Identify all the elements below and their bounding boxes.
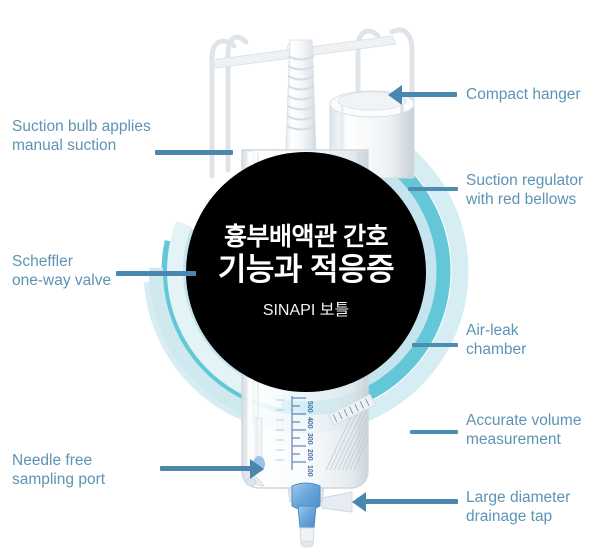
callout-compact-hanger: Compact hanger — [466, 86, 581, 105]
hero-title-circle: 흉부배액관 간호 기능과 적응증 SINAPI 보틀 — [186, 152, 426, 392]
callout-suction-bulb: Suction bulb applies manual suction — [12, 118, 151, 156]
hero-subtitle: SINAPI 보틀 — [262, 301, 350, 319]
callout-air-leak-chamber-line2: chamber — [466, 340, 527, 358]
callout-suction-bulb-line1: Suction bulb applies — [12, 118, 151, 135]
leader-line-suction-regulator — [408, 187, 458, 191]
arrow-left-icon-compact-hanger — [388, 85, 402, 105]
callout-accurate-volume: Accurate volume measurement — [466, 412, 581, 450]
svg-text:300: 300 — [306, 433, 313, 445]
callout-air-leak-chamber-line1: Air-leak — [466, 322, 519, 339]
callout-scheffler-valve-line2: one-way valve — [12, 271, 112, 289]
hero-title-line1: 흉부배액관 간호 — [224, 223, 388, 252]
callout-scheffler-valve-line1: Scheffler — [12, 253, 73, 270]
leader-line-drainage-tap — [365, 499, 458, 504]
callout-needle-free-port: Needle free sampling port — [12, 452, 105, 490]
callout-air-leak-chamber: Air-leak chamber — [466, 322, 526, 360]
svg-text:100: 100 — [306, 465, 313, 477]
leader-line-accurate-volume — [410, 430, 458, 434]
svg-text:500: 500 — [306, 401, 313, 413]
callout-accurate-volume-line2: measurement — [466, 430, 561, 448]
callout-needle-free-port-line1: Needle free — [12, 452, 93, 469]
callout-suction-bulb-line2: manual suction — [12, 136, 117, 154]
hero-title-line2: 기능과 적응증 — [217, 252, 395, 288]
leader-line-air-leak-chamber — [412, 343, 458, 347]
callout-suction-regulator-line2: with red bellows — [466, 190, 577, 208]
leader-line-compact-hanger — [401, 92, 457, 97]
callout-suction-regulator-line1: Suction regulator — [466, 172, 584, 189]
svg-text:200: 200 — [306, 449, 313, 461]
callout-needle-free-port-line2: sampling port — [12, 470, 106, 488]
svg-text:400: 400 — [306, 417, 313, 429]
arrow-left-icon-drainage-tap — [352, 492, 366, 512]
callout-scheffler-valve: Scheffler one-way valve — [12, 253, 111, 291]
callout-drainage-tap-line1: Large diameter — [466, 489, 571, 506]
callout-suction-regulator: Suction regulator with red bellows — [466, 172, 583, 210]
leader-line-suction-bulb — [155, 150, 233, 155]
leader-line-needle-free-port — [160, 466, 252, 471]
leader-line-scheffler-valve — [116, 271, 196, 276]
callout-accurate-volume-line1: Accurate volume — [466, 412, 582, 429]
callout-compact-hanger-line1: Compact hanger — [466, 86, 581, 103]
callout-drainage-tap-line2: drainage tap — [466, 507, 553, 525]
callout-drainage-tap: Large diameter drainage tap — [466, 489, 570, 527]
arrow-right-icon-needle-free-port — [250, 459, 264, 479]
